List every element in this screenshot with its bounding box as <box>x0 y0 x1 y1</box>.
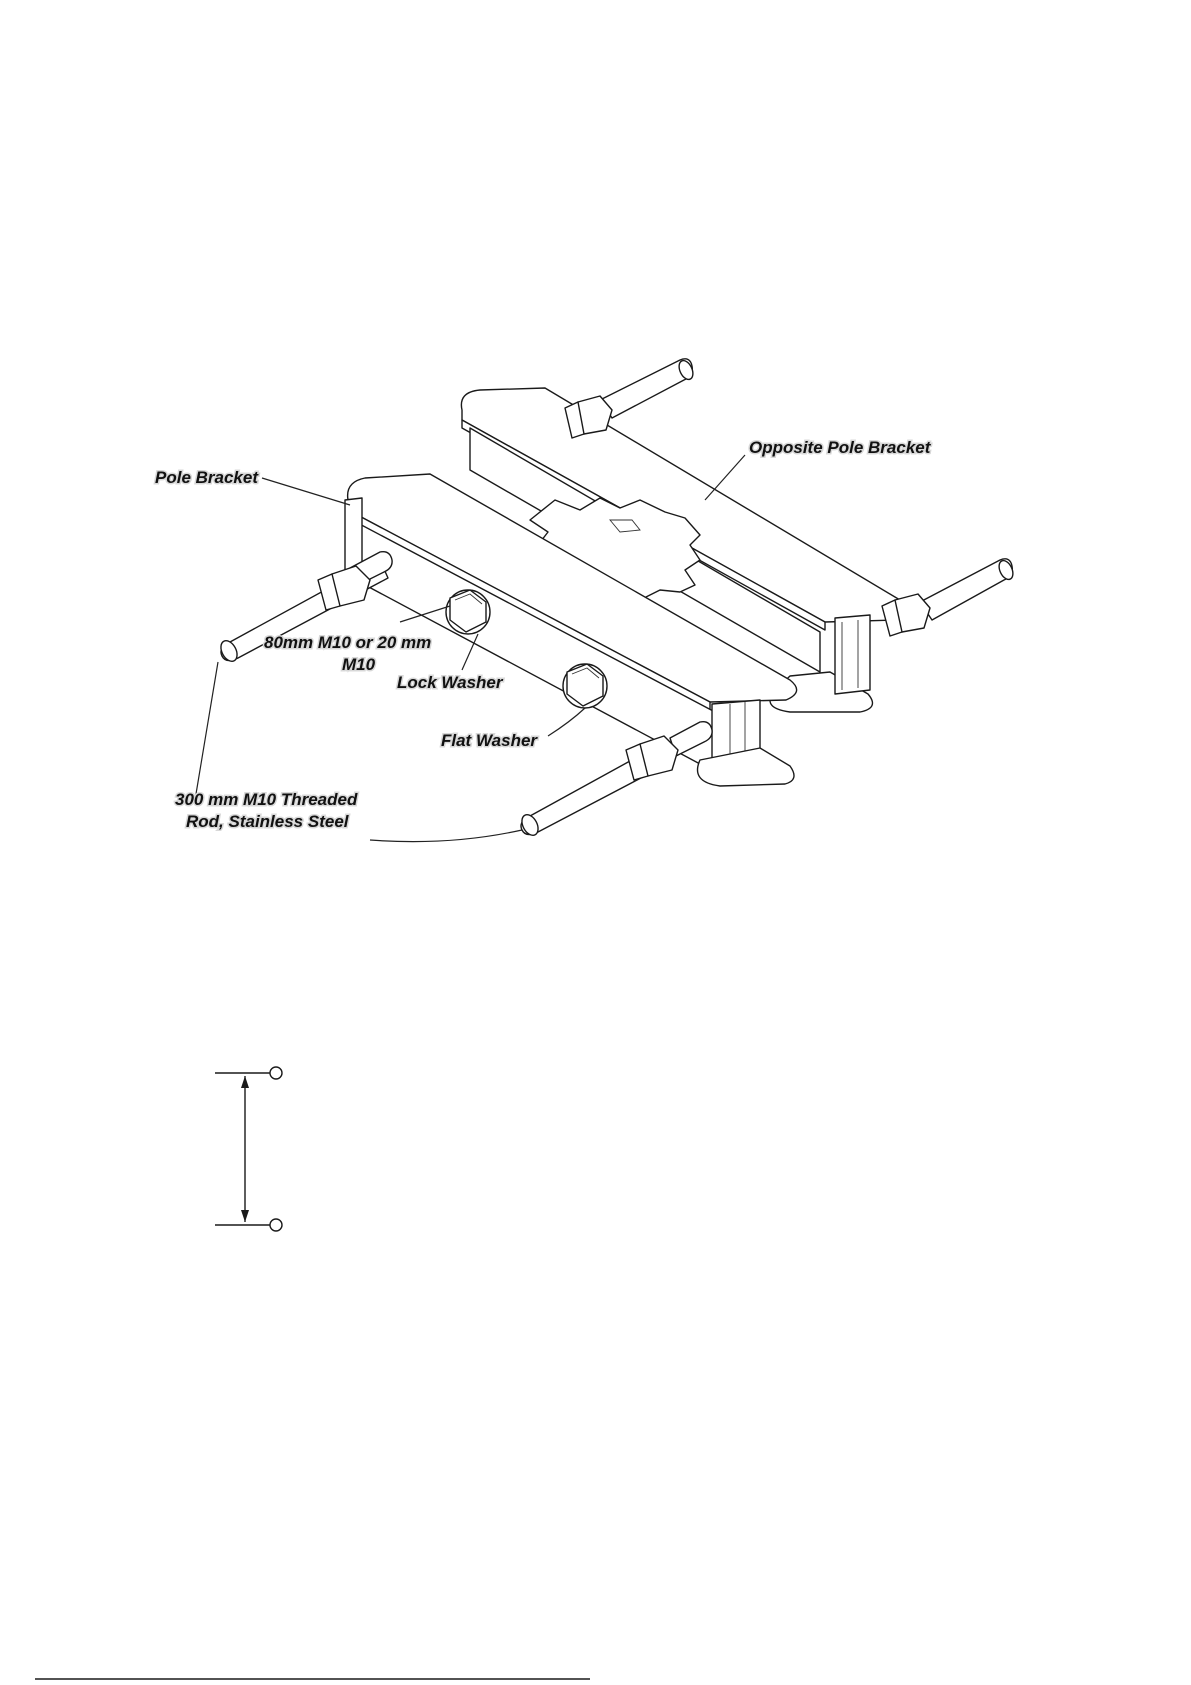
front-right-threaded-rod <box>519 722 712 838</box>
label-lock-washer: Lock Washer <box>397 673 504 692</box>
dimension-end-circle-bottom <box>270 1219 282 1231</box>
label-opposite-pole-bracket: Opposite Pole Bracket <box>749 438 932 457</box>
dimension-mark <box>215 1067 282 1231</box>
label-bolt-line2: M10 <box>342 655 376 674</box>
hex-bolt-lower <box>563 664 607 708</box>
label-pole-bracket: Pole Bracket <box>155 468 259 487</box>
dimension-end-circle-top <box>270 1067 282 1079</box>
hex-bolt-upper <box>446 590 490 634</box>
label-bolt-line1: 80mm M10 or 20 mm <box>264 633 431 652</box>
rear-right-threaded-rod <box>882 558 1016 636</box>
label-rod-line1: 300 mm M10 Threaded <box>175 790 358 809</box>
label-rod-line2: Rod, Stainless Steel <box>186 812 350 831</box>
label-flat-washer: Flat Washer <box>441 731 538 750</box>
rear-top-threaded-rod <box>565 358 696 438</box>
